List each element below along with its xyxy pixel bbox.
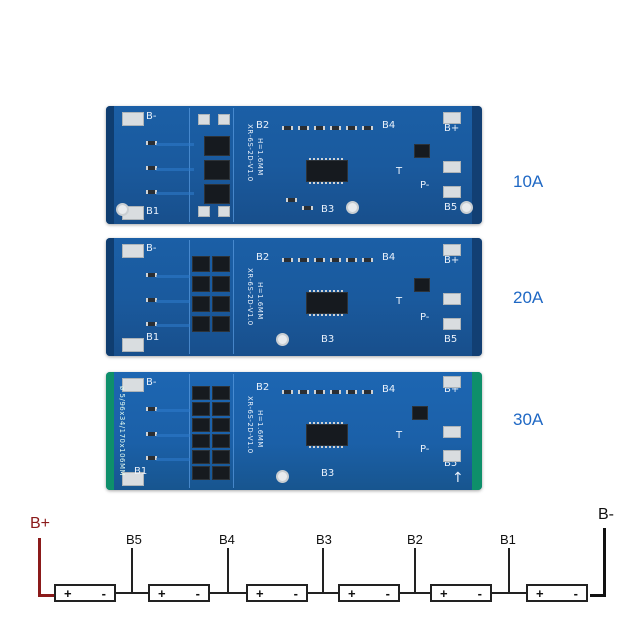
silk-b-minus: B- [146, 111, 157, 122]
mosfet [212, 450, 230, 464]
silk-dimensions: ø 5/96x34/170x106MM [118, 386, 126, 477]
tap-label-b3: B3 [316, 532, 332, 547]
mosfet [212, 434, 230, 448]
mosfet [212, 256, 230, 272]
b-plus-wire [38, 538, 41, 596]
tap-wire-b1 [508, 548, 510, 592]
mosfet [212, 296, 230, 312]
mosfet-small [414, 144, 430, 158]
silk-thickness: H=1.6MM [256, 282, 264, 320]
silk-b1: B1 [134, 466, 148, 477]
silk-b3: B3 [321, 334, 335, 345]
mosfet [204, 160, 230, 180]
pcb-board-20a: B- B1 XR-6S-2D-V1.0 H=1.6MM B2 B3 B4 B5 … [106, 238, 482, 356]
silk-t: T [396, 166, 403, 177]
b-plus-label: B+ [30, 515, 51, 532]
rating-label-20a: 20A [513, 288, 544, 307]
silk-b1: B1 [146, 332, 160, 343]
tap-label-b1: B1 [500, 532, 516, 547]
pad-b-minus [122, 112, 144, 126]
silk-b2: B2 [256, 252, 270, 263]
silk-version: XR-6S-2D-V1.0 [246, 396, 254, 454]
pcb-board-10a: B- B1 XR-6S-2D-V1.0 H=1.6MM B2 B3 B4 B5 … [106, 106, 482, 224]
b-minus-label: B- [598, 506, 614, 523]
silk-t: T [396, 296, 403, 307]
tap-wire-b3 [322, 548, 324, 592]
mosfet [192, 256, 210, 272]
protection-ic [306, 422, 348, 448]
tap-label-b4: B4 [219, 532, 235, 547]
silk-version: XR-6S-2D-V1.0 [246, 268, 254, 326]
silk-b-plus: B+ [444, 384, 460, 395]
tap-wire-b2 [414, 548, 416, 592]
silk-b4: B4 [382, 384, 396, 395]
silk-b-plus: B+ [444, 255, 460, 266]
battery-cell: +- [338, 584, 400, 602]
arrow-up-icon: ↑ [452, 470, 464, 486]
mosfet [212, 386, 230, 400]
mosfet [212, 466, 230, 480]
mosfet [192, 316, 210, 332]
mosfet [192, 402, 210, 416]
mosfet [212, 316, 230, 332]
silk-p-minus: P- [420, 312, 430, 323]
silk-b3: B3 [321, 468, 335, 479]
silk-p-minus: P- [420, 444, 430, 455]
mosfet-small [414, 278, 430, 292]
silk-b4: B4 [382, 252, 396, 263]
mosfet [212, 418, 230, 432]
battery-cell: +- [430, 584, 492, 602]
tap-label-b2: B2 [407, 532, 423, 547]
rating-label-10a: 10A [513, 172, 544, 191]
silk-b1: B1 [146, 206, 160, 217]
tap-wire-b4 [227, 548, 229, 592]
mosfet [192, 296, 210, 312]
tap-label-b5: B5 [126, 532, 142, 547]
mosfet [192, 276, 210, 292]
mosfet-small [412, 406, 428, 420]
silk-thickness: H=1.6MM [256, 138, 264, 176]
silk-b3: B3 [321, 204, 335, 215]
mosfet [192, 466, 210, 480]
battery-cell: +- [246, 584, 308, 602]
mosfet [192, 386, 210, 400]
silk-b2: B2 [256, 120, 270, 131]
battery-cell: +- [526, 584, 588, 602]
silk-b-plus: B+ [444, 123, 460, 134]
silk-thickness: H=1.6MM [256, 410, 264, 448]
mosfet [192, 418, 210, 432]
silk-p-minus: P- [420, 180, 430, 191]
battery-cell: +- [54, 584, 116, 602]
silk-b5: B5 [444, 458, 458, 469]
b-minus-wire [603, 528, 606, 597]
silk-t: T [396, 430, 403, 441]
silk-b-minus: B- [146, 377, 157, 388]
silk-version: XR-6S-2D-V1.0 [246, 124, 254, 182]
mosfet [204, 136, 230, 156]
silk-b4: B4 [382, 120, 396, 131]
mosfet [204, 184, 230, 204]
rating-label-30a: 30A [513, 410, 544, 429]
protection-ic [306, 290, 348, 316]
mosfet [212, 402, 230, 416]
protection-ic [306, 158, 348, 184]
mosfet [192, 434, 210, 448]
silk-b-minus: B- [146, 243, 157, 254]
mosfet [212, 276, 230, 292]
mosfet [192, 450, 210, 464]
silk-b5: B5 [444, 202, 458, 213]
battery-cell: +- [148, 584, 210, 602]
pcb-board-30a: B- B1 ø 5/96x34/170x106MM XR-6S-2D-V1.0 … [106, 372, 482, 490]
tap-wire-b5 [131, 548, 133, 592]
silk-b2: B2 [256, 382, 270, 393]
silk-b5: B5 [444, 334, 458, 345]
